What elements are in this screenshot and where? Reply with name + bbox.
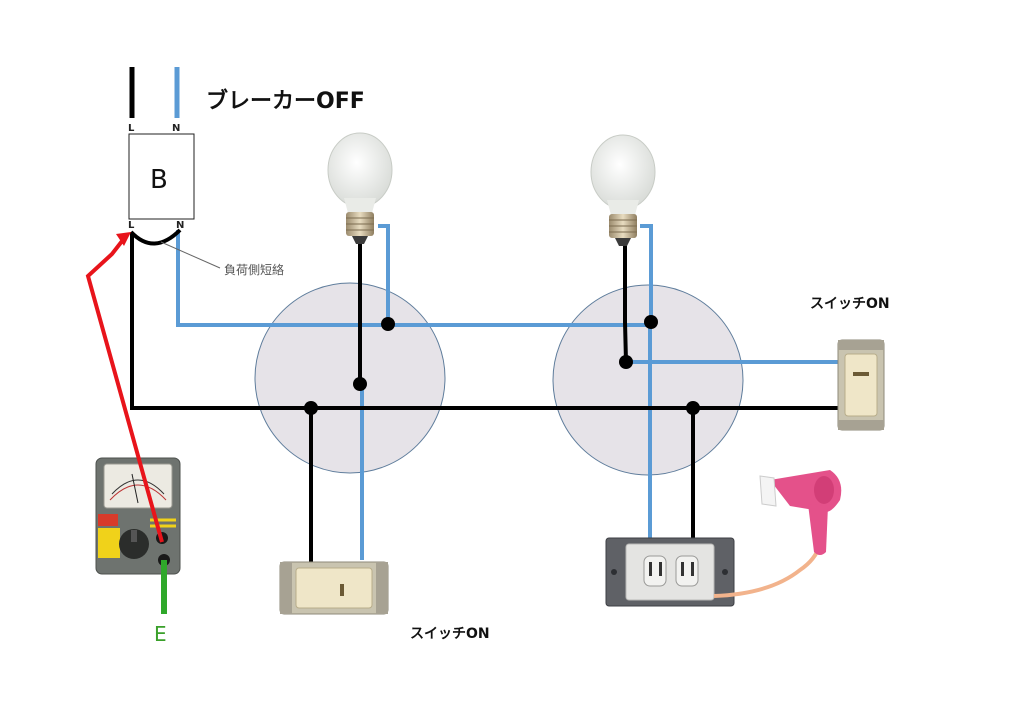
wall-switch-bottom — [279, 561, 389, 615]
junction-dot — [304, 401, 318, 415]
hair-dryer-cord — [713, 544, 822, 598]
junction-dot — [381, 317, 395, 331]
light-bulb-right — [590, 134, 656, 246]
neutral-wire — [176, 230, 652, 538]
test-lead-arrowhead — [116, 232, 131, 246]
switch-on-label-right: スイッチON — [810, 296, 890, 312]
neutral-branch-lamp-left — [378, 224, 390, 325]
junction-dot — [686, 401, 700, 415]
neutral-branch-lamp-right — [640, 224, 653, 322]
junction-dot — [644, 315, 658, 329]
switch-on-label-bottom: スイッチON — [410, 626, 490, 642]
light-bulb-left — [327, 132, 393, 244]
line-branch-lamp-right — [623, 244, 628, 363]
load-side-short-jumper — [129, 228, 182, 246]
earth-label: E — [154, 622, 167, 646]
annotation-leader — [160, 241, 221, 269]
breaker — [128, 133, 195, 220]
breaker-label: B — [150, 165, 168, 195]
junction-dot — [353, 377, 367, 391]
breaker-terminal-label-top-l: L — [128, 123, 135, 134]
wall-outlet — [605, 537, 735, 607]
page-title: ブレーカーOFF — [206, 88, 365, 114]
junction-dot — [619, 355, 633, 369]
breaker-terminal-label-bottom-l: L — [128, 220, 135, 231]
breaker-terminal-label-top-n: N — [172, 123, 180, 134]
wall-switch-right — [837, 339, 885, 431]
line-wire — [130, 232, 840, 410]
hair-dryer — [759, 470, 842, 555]
junction-box-left — [254, 282, 446, 474]
test-lead-red — [85, 234, 164, 543]
insulation-tester — [95, 457, 181, 575]
breaker-terminal-label-bottom-n: N — [176, 220, 184, 231]
load-side-short-label: 負荷側短絡 — [224, 262, 284, 277]
